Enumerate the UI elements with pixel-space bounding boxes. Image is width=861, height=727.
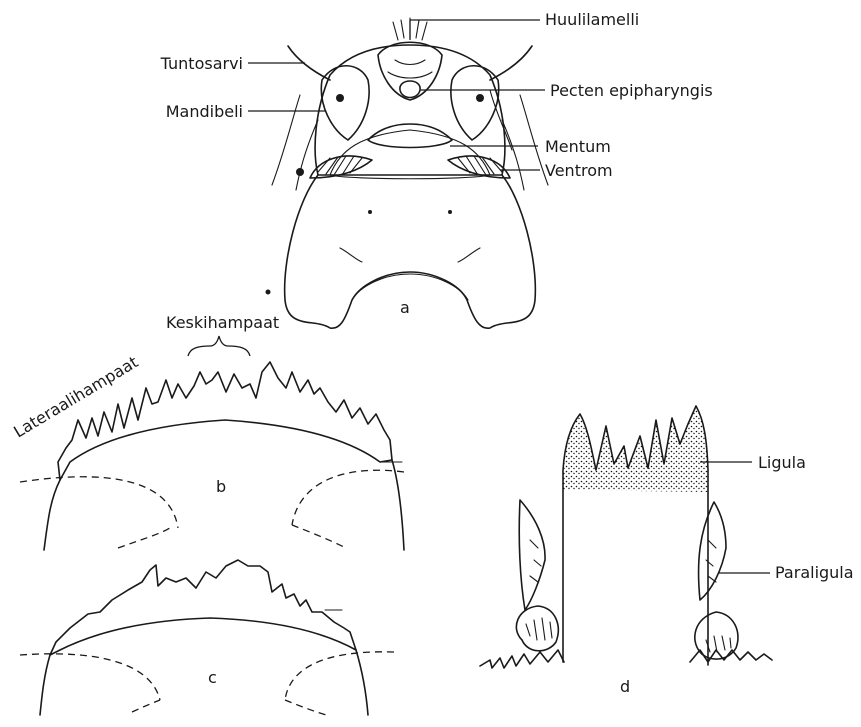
label-huulilamelli: Huulilamelli <box>545 10 639 29</box>
panel-d-ligula <box>480 406 772 668</box>
label-mandibeli: Mandibeli <box>166 102 243 121</box>
panel-b-mentum <box>20 336 404 550</box>
label-mentum: Mentum <box>545 137 611 156</box>
panel-letter-c: c <box>208 668 217 687</box>
label-ligula: Ligula <box>758 453 806 472</box>
panel-letter-b: b <box>216 477 226 496</box>
panel-c-mentum <box>20 560 394 716</box>
label-tuntosarvi: Tuntosarvi <box>160 54 243 73</box>
panel-letter-d: d <box>620 677 630 696</box>
panel-a-head-capsule <box>266 18 549 328</box>
label-keskihampaat: Keskihampaat <box>166 313 279 332</box>
label-paraligula: Paraligula <box>775 563 854 582</box>
label-pecten-epipharyngis: Pecten epipharyngis <box>550 81 713 100</box>
label-ventrom: Ventrom <box>545 161 613 180</box>
panel-letter-a: a <box>400 298 410 317</box>
